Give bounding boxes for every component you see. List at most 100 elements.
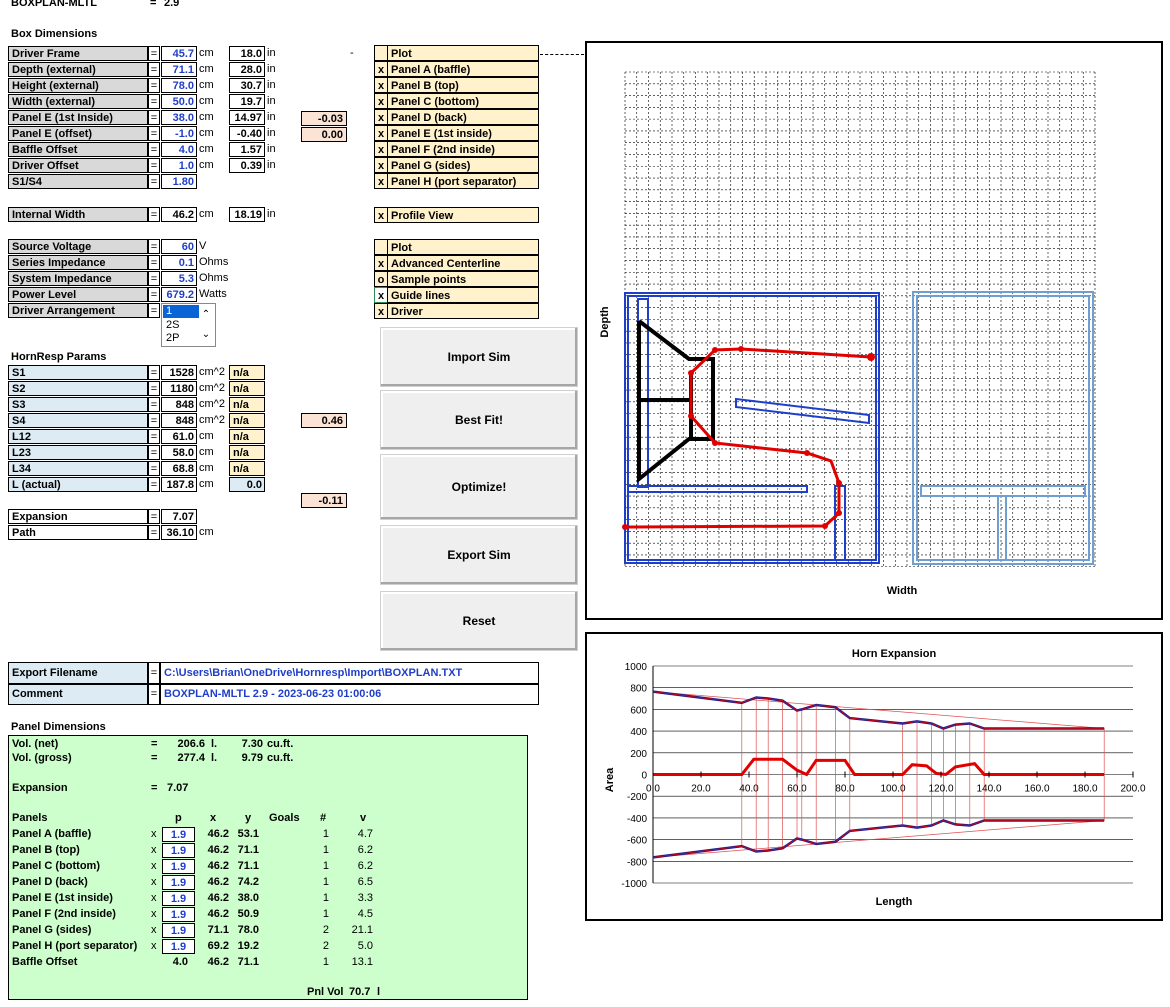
chart-series-outline xyxy=(652,820,1105,858)
plot-panel-check[interactable]: x xyxy=(374,61,388,77)
panel-row-p[interactable]: 1.9 xyxy=(162,827,195,842)
dropdown-scroll-up-icon[interactable]: ⌃ xyxy=(201,309,211,320)
panel-row-p[interactable]: 1.9 xyxy=(162,939,195,954)
box-dim-inch: 14.97 xyxy=(229,110,265,125)
panel-row-p[interactable]: 1.9 xyxy=(162,875,195,890)
eq-sign: = xyxy=(148,461,160,476)
panel-row-v: 3.3 xyxy=(357,892,373,904)
plot-panel-check[interactable]: x xyxy=(374,109,388,125)
plot-panel-check[interactable]: x xyxy=(374,125,388,141)
import-sim-button[interactable]: Import Sim xyxy=(380,327,578,387)
panel-row-p[interactable]: 1.9 xyxy=(162,923,195,938)
electrical-value[interactable]: 60 xyxy=(161,239,197,254)
panel-row-p[interactable]: 1.9 xyxy=(162,859,195,874)
hornresp-label: L (actual) xyxy=(8,477,148,492)
centerline-point xyxy=(688,370,694,376)
title-eq: = xyxy=(150,0,157,9)
eq-sign: = xyxy=(148,46,160,61)
panel-row-check[interactable]: x xyxy=(151,860,157,872)
chart-guide-line xyxy=(652,820,1105,858)
eq-sign: = xyxy=(148,94,160,109)
panel-row-check[interactable]: x xyxy=(151,924,157,936)
panel-row-label: Panel B (top) xyxy=(12,844,80,856)
export-filename-field[interactable]: C:\Users\Brian\OneDrive\Hornresp\Import\… xyxy=(160,662,539,684)
dropdown-option-selected[interactable]: 1 xyxy=(163,305,199,318)
eq-sign: = xyxy=(148,525,160,540)
panel-row-check[interactable]: x xyxy=(151,940,157,952)
panel-row-check[interactable]: x xyxy=(151,892,157,904)
baffle-offset-x: 46.2 xyxy=(207,956,229,968)
centerline-point xyxy=(688,413,694,419)
plot-panel-check[interactable]: x xyxy=(374,93,388,109)
plot-panel-check[interactable]: x xyxy=(374,141,388,157)
vol-gross-eq: = xyxy=(151,752,158,764)
optimize-button[interactable]: Optimize! xyxy=(380,454,578,520)
box-dim-value[interactable]: 1.0 xyxy=(161,158,197,173)
hornresp-na: n/a xyxy=(229,413,265,428)
hornresp-unit: cm xyxy=(199,446,214,458)
electrical-unit: V xyxy=(199,240,207,252)
eq-sign: = xyxy=(148,509,160,524)
panel-row-check[interactable]: x xyxy=(151,908,157,920)
box-dim-value[interactable]: 38.0 xyxy=(161,110,197,125)
panel-row-y: 71.1 xyxy=(237,860,259,872)
y-tick-label: -1000 xyxy=(621,879,647,890)
plot-option-check[interactable]: x xyxy=(374,255,388,271)
panel-row-x: 69.2 xyxy=(207,940,229,952)
pnl-vol-value: 70.7 xyxy=(349,986,371,998)
panel-row-check[interactable]: x xyxy=(151,876,157,888)
electrical-value[interactable]: 679.2 xyxy=(161,287,197,302)
plot-option-check[interactable]: x xyxy=(374,287,388,303)
panel-row-label: Panel D (back) xyxy=(12,876,88,888)
panel-row-check[interactable]: x xyxy=(151,844,157,856)
electrical-value[interactable]: 0.1 xyxy=(161,255,197,270)
panel-row-label: Panel F (2nd inside) xyxy=(12,908,116,920)
x-tick-label: 140.0 xyxy=(976,784,1001,795)
box-dim-value[interactable]: 45.7 xyxy=(161,46,197,61)
plot-option-check[interactable]: x xyxy=(374,303,388,319)
panel-row-y: 19.2 xyxy=(237,940,259,952)
panel-e-diag xyxy=(735,397,870,425)
plot-panel-check[interactable]: x xyxy=(374,77,388,93)
plot-panel-check[interactable]: x xyxy=(374,157,388,173)
box-dim-value[interactable]: 4.0 xyxy=(161,142,197,157)
plot-panel-label: Panel C (bottom) xyxy=(387,93,539,109)
baffle-offset-n: 1 xyxy=(322,956,329,968)
centerline-point xyxy=(712,440,718,446)
panel-row-y: 78.0 xyxy=(237,924,259,936)
hornresp-label: S2 xyxy=(8,381,148,396)
comment-field[interactable]: BOXPLAN-MLTL 2.9 - 2023-06-23 01:00:06 xyxy=(160,684,539,705)
pd-expansion-value: 7.07 xyxy=(167,782,189,794)
export-sim-button[interactable]: Export Sim xyxy=(380,525,578,585)
best-fit-button[interactable]: Best Fit! xyxy=(380,390,578,450)
dropdown-scroll-down-icon[interactable]: ⌄ xyxy=(201,329,211,340)
box-dim-iunit: in xyxy=(267,47,276,59)
box-dim-value[interactable]: 1.80 xyxy=(161,174,197,189)
eq-sign: = xyxy=(148,239,160,254)
panel-row-p[interactable]: 1.9 xyxy=(162,843,195,858)
path-value: 36.10 xyxy=(161,525,197,540)
box-dimensions-heading: Box Dimensions xyxy=(11,28,98,40)
dropdown-option-2p[interactable]: 2P xyxy=(166,332,180,344)
panel-row-check[interactable]: x xyxy=(151,828,157,840)
box-dim-value[interactable]: 50.0 xyxy=(161,94,197,109)
box-dim-value[interactable]: 78.0 xyxy=(161,78,197,93)
eq-sign: = xyxy=(148,477,160,492)
box-dim-label: Depth (external) xyxy=(8,62,148,77)
col-panels: Panels xyxy=(12,812,48,824)
panel-row-p[interactable]: 1.9 xyxy=(162,891,195,906)
box-dim-value[interactable]: -1.0 xyxy=(161,126,197,141)
reset-button[interactable]: Reset xyxy=(380,591,578,651)
plot-panels-header: Plot xyxy=(387,45,539,61)
electrical-value[interactable]: 5.3 xyxy=(161,271,197,286)
hornresp-label: S4 xyxy=(8,413,148,428)
centerline-point xyxy=(822,523,828,529)
panel-row-p[interactable]: 1.9 xyxy=(162,907,195,922)
dropdown-option-2s[interactable]: 2S xyxy=(166,319,180,331)
plot-option-check[interactable]: o xyxy=(374,271,388,287)
panel-row-y: 50.9 xyxy=(237,908,259,920)
driver-arrangement-dropdown[interactable]: 1 2S 2P ⌃ ⌄ xyxy=(161,303,216,347)
plot-panel-check[interactable]: x xyxy=(374,173,388,189)
profile-view-check[interactable]: x xyxy=(374,207,388,223)
box-dim-value[interactable]: 71.1 xyxy=(161,62,197,77)
